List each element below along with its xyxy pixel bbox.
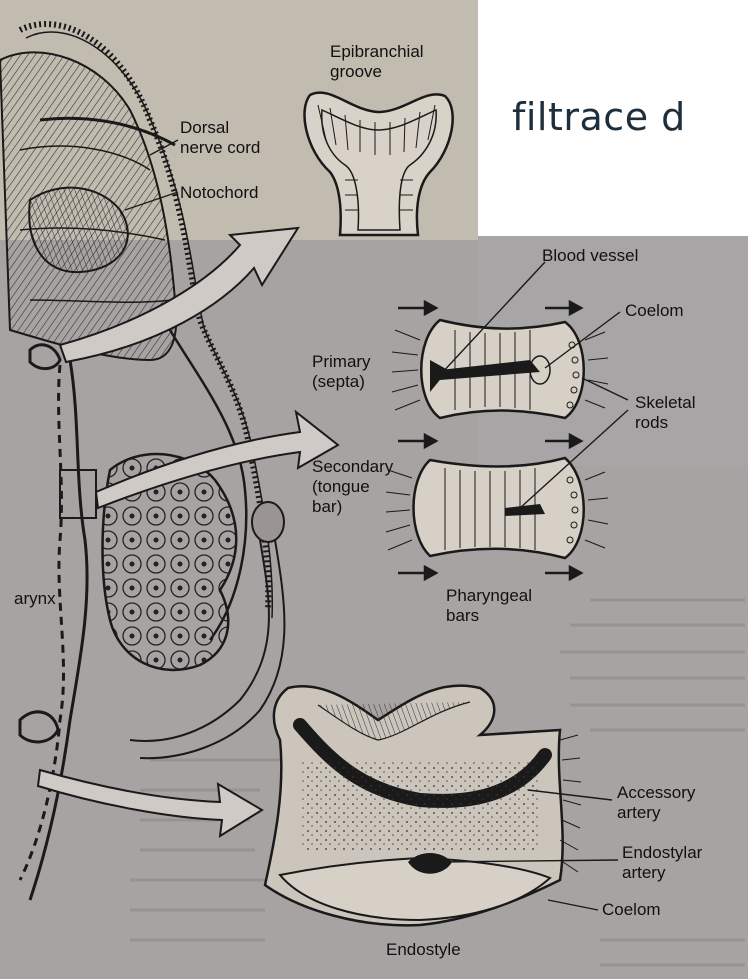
- gut-section: [252, 502, 284, 542]
- label-dorsal-nerve-cord: Dorsal nerve cord: [180, 118, 300, 158]
- label-endostylar-artery: Endostylar artery: [622, 843, 732, 883]
- label-coelom-upper: Coelom: [625, 301, 725, 321]
- label-accessory-artery: Accessory artery: [617, 783, 737, 823]
- label-epibranchial-groove: Epibranchial groove: [330, 42, 470, 82]
- label-coelom-lower: Coelom: [602, 900, 702, 920]
- label-pharynx: arynx: [14, 589, 84, 609]
- label-skeletal-rods: Skeletal rods: [635, 393, 735, 433]
- label-primary-septa: Primary (septa): [312, 352, 402, 392]
- label-secondary-tongue-bar: Secondary (tongue bar): [312, 457, 422, 517]
- slide-title: filtrace d: [512, 95, 686, 139]
- label-notochord: Notochord: [180, 183, 300, 203]
- label-endostyle: Endostyle: [386, 940, 506, 960]
- label-blood-vessel: Blood vessel: [542, 246, 672, 266]
- label-pharyngeal-bars: Pharyngeal bars: [446, 586, 566, 626]
